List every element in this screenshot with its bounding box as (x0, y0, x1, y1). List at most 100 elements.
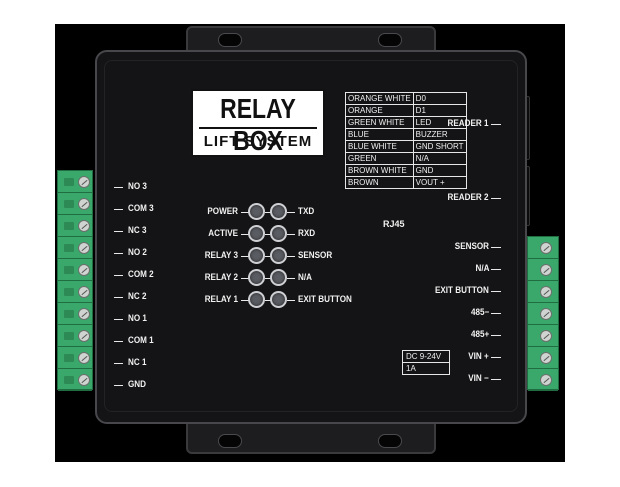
terminal-dash (114, 253, 123, 254)
right-terminal-block (527, 236, 559, 391)
terminal-dash (114, 297, 123, 298)
led-label-right: RXD (298, 228, 316, 238)
led-label-right: N/A (298, 272, 312, 282)
terminal-slot (58, 171, 92, 193)
terminal-dash (114, 275, 123, 276)
terminal-screw-icon[interactable] (78, 198, 90, 210)
logo-divider (199, 127, 317, 129)
terminal-slot (58, 237, 92, 259)
terminal-screw-icon[interactable] (540, 286, 552, 298)
terminal-dash (114, 385, 123, 386)
rj45-wire-color: ORANGE WHITE (345, 92, 414, 105)
mounting-hole (378, 434, 402, 448)
terminal-clamp (64, 288, 74, 296)
terminal-screw-icon[interactable] (78, 264, 90, 276)
left-terminal-label: GND (128, 379, 146, 389)
terminal-screw-icon[interactable] (540, 242, 552, 254)
terminal-screw-icon[interactable] (540, 330, 552, 342)
terminal-slot (528, 369, 558, 391)
reader-2-label: READER 2 (448, 192, 489, 202)
left-terminal-label: NC 2 (128, 291, 147, 301)
led-dash (241, 234, 249, 235)
terminal-screw-icon[interactable] (78, 330, 90, 342)
terminal-screw-icon[interactable] (78, 352, 90, 364)
terminal-screw-icon[interactable] (78, 176, 90, 188)
power-current: 1A (403, 362, 449, 374)
terminal-screw-icon[interactable] (78, 286, 90, 298)
terminal-slot (528, 259, 558, 281)
led-dash (241, 212, 249, 213)
terminal-dash (491, 335, 501, 336)
reader-2-dash (491, 198, 501, 199)
led-label-left: POWER (207, 206, 238, 216)
right-terminal-label: SENSOR (454, 241, 489, 251)
logo-title: RELAY BOX (220, 93, 296, 156)
terminal-screw-icon[interactable] (78, 374, 90, 386)
terminal-clamp (64, 310, 74, 318)
rj45-wire-color: BLUE (345, 128, 414, 141)
rj45-signal: N/A (412, 152, 467, 165)
rj45-wire-color: BROWN WHITE (345, 164, 414, 177)
right-terminal-label: VIN + (468, 351, 489, 361)
led-label-left: RELAY 3 (204, 250, 238, 260)
led-dash (265, 300, 271, 301)
terminal-clamp (64, 244, 74, 252)
led-indicator (270, 225, 287, 242)
terminal-dash (491, 313, 501, 314)
terminal-screw-icon[interactable] (78, 220, 90, 232)
left-terminal-label: COM 2 (128, 269, 154, 279)
led-indicator (248, 203, 265, 220)
terminal-slot (58, 215, 92, 237)
terminal-slot (58, 193, 92, 215)
terminal-slot (528, 325, 558, 347)
terminal-screw-icon[interactable] (540, 374, 552, 386)
mounting-hole (218, 434, 242, 448)
terminal-clamp (64, 222, 74, 230)
rj45-caption: RJ45 (383, 219, 405, 229)
rj45-signal: VOUT + (412, 176, 467, 189)
led-dash (241, 256, 249, 257)
terminal-clamp (64, 266, 74, 274)
right-terminal-label: 485− (470, 307, 489, 317)
led-indicator (248, 225, 265, 242)
led-dash (287, 234, 295, 235)
terminal-dash (114, 209, 123, 210)
terminal-dash (491, 357, 501, 358)
terminal-slot (528, 347, 558, 369)
right-terminal-label: EXIT BUTTON (435, 285, 489, 295)
led-dash (287, 212, 295, 213)
terminal-clamp (64, 200, 74, 208)
terminal-slot (58, 347, 92, 369)
terminal-screw-icon[interactable] (540, 264, 552, 276)
left-terminal-label: COM 3 (128, 203, 154, 213)
terminal-clamp (64, 376, 74, 384)
left-terminal-label: NC 3 (128, 225, 147, 235)
led-dash (241, 300, 249, 301)
rj45-signal: BUZZER (412, 128, 467, 141)
power-voltage: DC 9-24V (406, 352, 442, 361)
led-label-left: RELAY 1 (204, 294, 238, 304)
terminal-screw-icon[interactable] (540, 308, 552, 320)
rj45-signal: GND SHORT (412, 140, 467, 153)
left-terminal-label: COM 1 (128, 335, 154, 345)
led-dash (265, 212, 271, 213)
led-indicator (270, 247, 287, 264)
terminal-screw-icon[interactable] (78, 242, 90, 254)
rj45-signal: GND (412, 164, 467, 177)
right-terminal-label: VIN − (468, 373, 489, 383)
terminal-dash (114, 341, 123, 342)
terminal-dash (114, 187, 123, 188)
enclosure-panel (104, 60, 518, 412)
terminal-dash (491, 291, 501, 292)
terminal-screw-icon[interactable] (78, 308, 90, 320)
rj45-wire-color: BLUE WHITE (345, 140, 414, 153)
terminal-clamp (64, 332, 74, 340)
terminal-slot (528, 303, 558, 325)
led-indicator (270, 291, 287, 308)
terminal-screw-icon[interactable] (540, 352, 552, 364)
